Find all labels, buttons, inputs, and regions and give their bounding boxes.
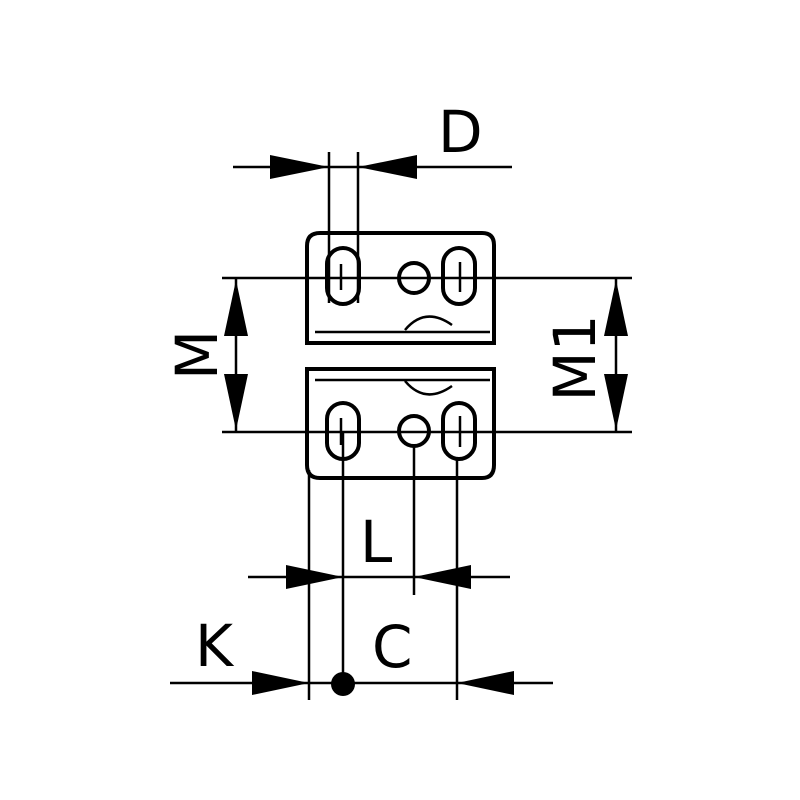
label-l: L [360,508,392,576]
arrow-down-icon [604,374,628,430]
arrow-right-icon [286,565,343,589]
arrow-right-icon [252,671,309,695]
lower-block [305,367,496,480]
label-k: K [195,612,235,680]
dimension-m1: M1 [541,278,628,432]
dimension-l: L [248,508,510,589]
reference-point [331,672,355,696]
arrow-left-icon [414,565,471,589]
dimension-d: D [233,98,512,303]
arrow-left-icon [457,671,514,695]
arrow-right-icon [270,155,329,179]
dimension-m: M [163,278,248,432]
arrow-left-icon [358,155,417,179]
label-c: C [372,613,413,681]
arrow-up-icon [604,280,628,336]
upper-block [305,231,496,345]
label-d: D [438,98,483,166]
arrow-up-icon [224,280,248,336]
dimension-k-c: K C [170,612,553,696]
label-m1: M1 [541,315,609,402]
label-m: M [163,330,231,380]
arrow-down-icon [224,374,248,430]
upper-left-slot [325,246,361,306]
